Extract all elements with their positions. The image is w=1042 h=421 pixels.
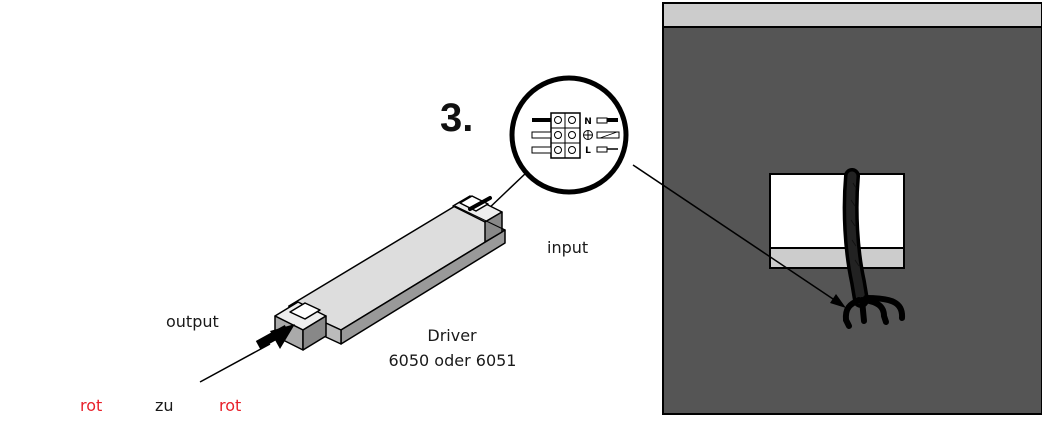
terminal-mark-l: L bbox=[585, 146, 591, 156]
junction-box bbox=[769, 173, 905, 269]
driver-models-label: 6050 oder 6051 bbox=[388, 351, 517, 370]
output-arrow bbox=[199, 324, 295, 383]
input-wire bbox=[468, 196, 492, 211]
input-label: input bbox=[547, 238, 589, 257]
driver-label: Driver bbox=[427, 326, 477, 345]
terminal-mark-n: N bbox=[584, 117, 592, 127]
wire-color-right: rot bbox=[219, 396, 242, 415]
wire-connector-label: zu bbox=[155, 396, 174, 415]
detail-leader-lines bbox=[484, 164, 846, 308]
wire-color-left: rot bbox=[80, 396, 103, 415]
terminal-detail-circle bbox=[509, 75, 629, 195]
output-label: output bbox=[166, 312, 219, 331]
step-number: 3. bbox=[440, 96, 474, 140]
mains-cable bbox=[842, 168, 906, 329]
